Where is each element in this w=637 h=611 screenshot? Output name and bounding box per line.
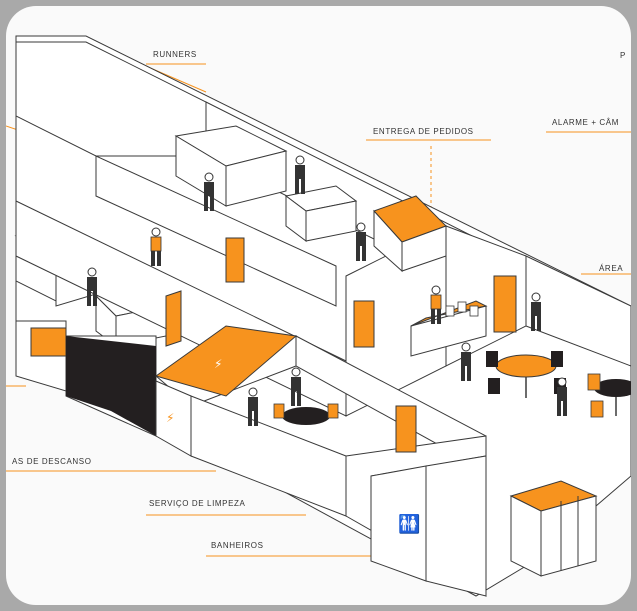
label-runners: RUNNERS — [153, 50, 197, 59]
electric-icon: ⚡ — [214, 357, 222, 371]
label-p-cut: P — [620, 51, 626, 60]
delivery-window — [373, 195, 488, 357]
door — [225, 237, 245, 283]
door — [493, 275, 517, 333]
door — [395, 405, 417, 453]
label-banheiros: BANHEIROS — [211, 541, 264, 550]
label-alarme: ALARME + CÂM — [552, 118, 619, 127]
isometric-floor-plan: 🚻 ⚡ ⚡ — [6, 35, 631, 597]
floor-plan-card: 🚻 ⚡ ⚡ — [6, 6, 631, 605]
label-limpeza: SERVIÇO DE LIMPEZA — [149, 499, 246, 508]
label-area: ÁREA — [599, 264, 624, 273]
electric-area — [154, 325, 298, 397]
delivery-bags — [445, 301, 479, 317]
dark-panel — [66, 336, 111, 411]
label-entrega: ENTREGA DE PEDIDOS — [373, 127, 474, 136]
restroom-icon: 🚻 — [398, 513, 420, 534]
label-descanso: AS DE DESCANSO — [12, 457, 92, 466]
dark-panel — [111, 341, 156, 436]
restroom-block — [370, 455, 598, 597]
electric-icon: ⚡ — [166, 411, 174, 425]
door — [353, 300, 375, 348]
rest-bench — [30, 327, 67, 357]
